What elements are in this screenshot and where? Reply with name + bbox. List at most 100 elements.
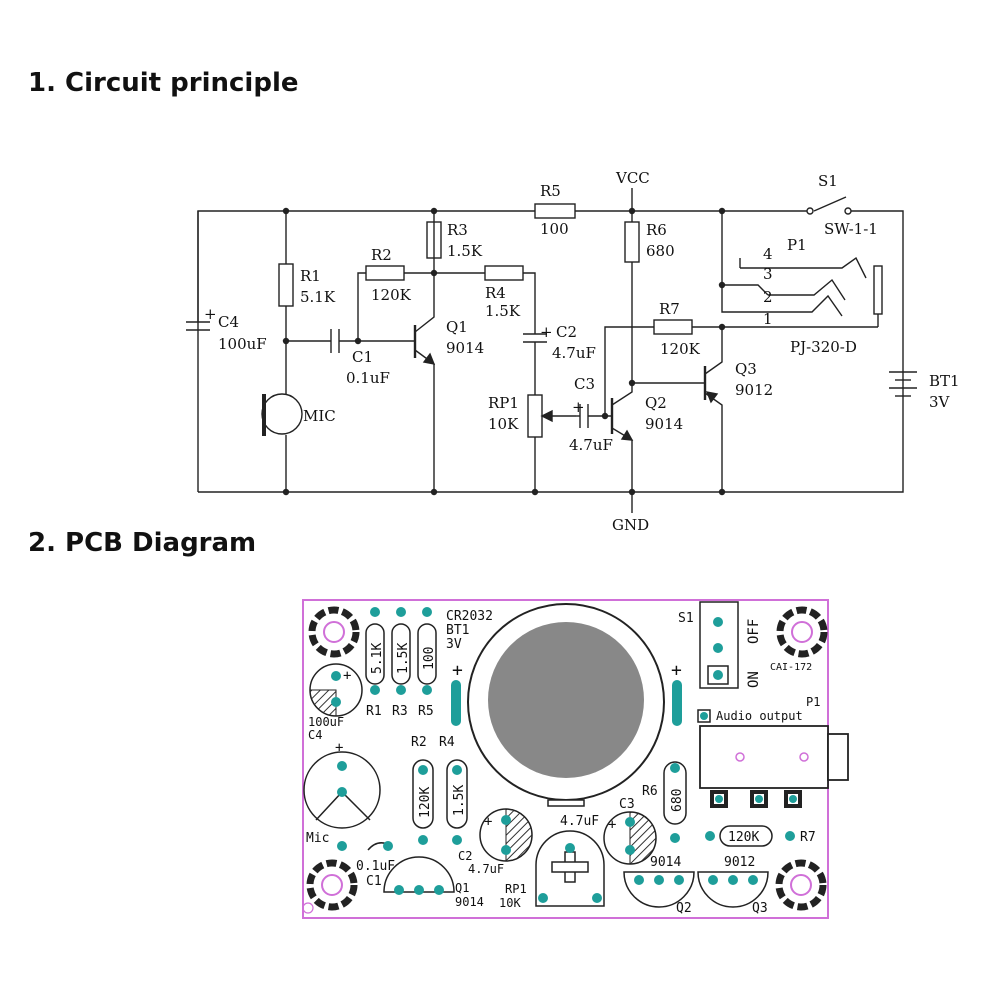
r5-value: 100 <box>422 647 437 670</box>
p1-label: P1 <box>787 236 807 254</box>
r1-label: R1 <box>300 267 321 285</box>
c2-value: 4.7uF <box>552 344 596 362</box>
bt1-label: BT1 <box>446 623 469 638</box>
r7-label: R7 <box>800 830 816 845</box>
jack-pin-2: 2 <box>763 288 773 306</box>
junction-dot <box>430 269 438 277</box>
c3-value: 4.7uF <box>560 814 599 829</box>
r6-label: R6 <box>646 221 667 239</box>
q2-label: Q2 <box>645 394 667 412</box>
r1-label: R1 <box>366 704 382 719</box>
p1-label: P1 <box>806 695 820 709</box>
c1-value: 0.1uF <box>346 369 390 387</box>
q1-value: 9014 <box>446 339 484 357</box>
r3-value: 1.5K <box>447 242 483 260</box>
jack-contact <box>721 285 758 313</box>
p1-value: PJ-320-D <box>790 338 857 356</box>
c1-label: C1 <box>366 874 382 889</box>
q2-value: 9014 <box>645 415 683 433</box>
vcc-label: VCC <box>615 169 650 187</box>
s1-label: S1 <box>678 611 694 626</box>
rp1-label: RP1 <box>488 394 519 412</box>
rails-right-bottom <box>198 210 904 493</box>
junction-dot <box>282 488 290 496</box>
mic-label: Mic <box>306 831 329 846</box>
c1-value: 0.1uF <box>356 859 395 874</box>
r7-label: R7 <box>659 300 680 318</box>
section-title-circuit: 1. Circuit principle <box>28 68 299 98</box>
c3-plus: + <box>572 398 585 416</box>
jack-pin-1: 1 <box>763 310 773 328</box>
battery-plus-left: + <box>452 660 463 681</box>
r1-value: 5.1K <box>300 288 336 306</box>
junction-dot <box>430 207 438 215</box>
c2-label: C2 <box>458 849 472 863</box>
rp1-value: 10K <box>488 415 519 433</box>
c4-plus: + <box>204 305 217 323</box>
r3-label: R3 <box>447 221 468 239</box>
jack-contact <box>721 211 769 296</box>
q3-value: 9012 <box>724 855 755 870</box>
switch-on-label: ON <box>746 671 762 688</box>
cr2032-label: CR2032 <box>446 609 493 624</box>
mounting-hole <box>776 606 828 658</box>
q3-label: Q3 <box>735 360 757 378</box>
battery-plus-right: + <box>671 660 682 681</box>
c3-plus: + <box>608 817 616 833</box>
rp1-label: RP1 <box>505 882 527 896</box>
r7-footprint <box>719 825 773 847</box>
r6-footprint <box>663 761 687 825</box>
r4-value: 1.5K <box>485 302 521 320</box>
c2-label: C2 <box>556 323 577 341</box>
junction-dot <box>354 337 362 345</box>
junction-dot <box>282 207 290 215</box>
r3-footprint <box>391 623 411 685</box>
c4-value: 100uF <box>308 715 344 729</box>
junction-dot <box>718 323 726 331</box>
jack-pin-3: 3 <box>763 265 773 283</box>
c2-plus: + <box>484 814 492 830</box>
audio-jack-footprint <box>699 725 829 789</box>
jack-contact <box>740 256 867 279</box>
mic-plus: + <box>335 740 343 756</box>
battery-pad-left <box>451 680 461 726</box>
q1-label: Q1 <box>446 318 468 336</box>
mounting-hole <box>308 606 360 658</box>
solder-pads <box>331 607 797 903</box>
audio-output-label: Audio output <box>716 709 803 723</box>
s1-value: SW-1-1 <box>824 220 878 238</box>
r1-footprint <box>365 623 385 685</box>
junction-dot <box>718 488 726 496</box>
r7-value: 120K <box>728 830 759 845</box>
junction-dot <box>628 488 636 496</box>
mounting-hole <box>306 859 358 911</box>
q1-value: 9014 <box>455 895 484 909</box>
rp1-value: 10K <box>499 896 521 910</box>
c2-plus: + <box>540 323 553 341</box>
cr2032-battery <box>488 622 644 778</box>
r6-value: 680 <box>646 242 675 260</box>
jack-contact <box>758 294 843 317</box>
r4-label: R4 <box>439 735 455 750</box>
switch-off-label: OFF <box>746 619 762 644</box>
bt1-value: 3V <box>929 393 951 411</box>
battery-pad-right <box>672 680 682 726</box>
q1-label: Q1 <box>455 881 469 895</box>
r6-value: 680 <box>670 789 685 812</box>
r5-resistor <box>534 203 576 219</box>
c4-label: C4 <box>218 313 239 331</box>
r2-value: 120K <box>371 286 412 304</box>
bt1-voltage: 3V <box>446 637 462 652</box>
c4-label: C4 <box>308 728 322 742</box>
mic-label: MIC <box>303 407 336 425</box>
r2-label: R2 <box>411 735 427 750</box>
q2-value: 9014 <box>650 855 681 870</box>
c1-label: C1 <box>352 348 373 366</box>
s1-switch-lever <box>813 196 847 212</box>
r7-value: 120K <box>660 340 701 358</box>
q2-label: Q2 <box>676 901 692 916</box>
junction-dot <box>628 379 636 387</box>
cai-172-label: CAI-172 <box>770 662 812 673</box>
